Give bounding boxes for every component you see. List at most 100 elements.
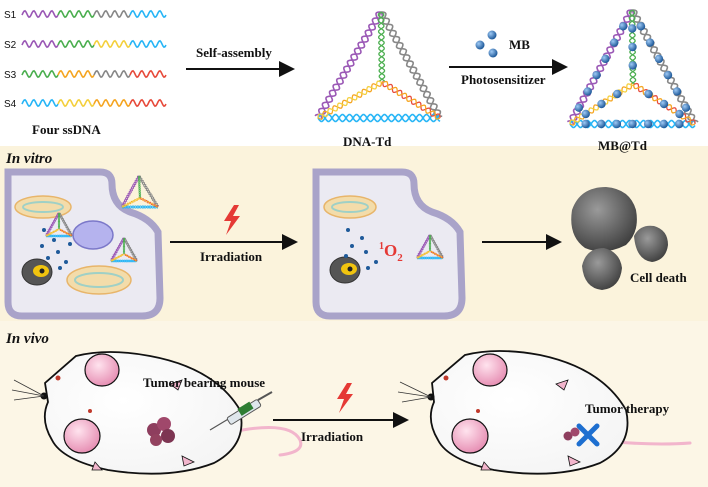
in-vivo-title: In vivo: [5, 331, 49, 347]
tumor-bearing-mouse: [11, 351, 303, 475]
dna-helix-strand: [317, 81, 383, 120]
mb-td-label: MB@Td: [598, 138, 648, 153]
dna-helix-strand: [378, 11, 443, 118]
tetrahedron-in-cell: [45, 212, 73, 238]
mouse-ear: [451, 418, 489, 454]
in-vitro-irradiation-label: Irradiation: [200, 249, 263, 264]
tetrahedron-in-cell: [110, 237, 138, 263]
mb-dot-icon: [68, 242, 72, 246]
mb-dot-icon: [628, 24, 637, 33]
mb-dot-icon: [592, 70, 601, 80]
dna-helix-strand: [59, 228, 73, 237]
mb-label: MB: [509, 37, 530, 52]
dna-helix-strand: [58, 212, 73, 236]
mb-dot-icon: [40, 244, 44, 248]
dna-helix-strand: [110, 253, 124, 262]
strand-label-s4: S4: [4, 99, 17, 110]
mb-dot-icon: [613, 89, 622, 99]
mb-dot-icon: [52, 238, 56, 242]
ssdna-segment: [21, 39, 59, 49]
mb-dot-icon: [344, 254, 348, 258]
ssdna-segment: [129, 9, 167, 19]
mb-dot-icon: [636, 22, 646, 31]
tetrahedron-in-cell: [416, 234, 444, 260]
dna-helix-strand: [138, 175, 160, 207]
dna-helix-strand: [416, 234, 432, 259]
self-assembly-label: Self-assembly: [196, 45, 272, 60]
mb-dot-icon: [346, 228, 350, 232]
mouse-ear: [84, 353, 120, 387]
mb-dot-icon: [675, 109, 684, 119]
mb-dot-icon: [618, 22, 628, 31]
dna-helix-strand: [429, 234, 444, 258]
tumor-bearing-mouse-label: Tumor bearing mouse: [143, 375, 265, 390]
mb-dot-icon: [488, 48, 498, 58]
mitochondrion: [14, 195, 72, 219]
mb-dot-icon: [574, 103, 584, 112]
mitochondrion: [323, 195, 377, 219]
dna-helix-strand: [430, 250, 444, 259]
dna-helix-strand: [314, 11, 384, 117]
dna-helix-strand: [416, 256, 444, 260]
singlet-oxygen-label: 1O2: [379, 241, 403, 264]
ssdna-segment: [57, 9, 95, 19]
dna-tetrahedron: [314, 11, 443, 123]
ssdna-segment: [93, 98, 131, 108]
mb-dot-icon: [581, 109, 590, 119]
ssdna-segment: [129, 39, 167, 49]
mb-dot-icon: [475, 40, 485, 50]
mb-dot-icon: [364, 250, 368, 254]
dead-cells: [571, 187, 668, 290]
ssdna-segment: [129, 69, 167, 79]
ssdna-segment: [93, 69, 131, 79]
dna-helix-strand: [137, 175, 142, 199]
mb-dot-icon: [360, 236, 364, 240]
mb-dot-icon: [628, 61, 637, 70]
tetrahedron-outside-cell: [121, 175, 160, 209]
mb-dot-icon: [675, 119, 684, 129]
mb-dot-icon: [56, 250, 60, 254]
lightning-bolt-icon: [224, 205, 240, 235]
mb-dot-icon: [659, 99, 669, 109]
mitochondrion: [66, 265, 132, 295]
mb-molecules: [344, 228, 378, 270]
dna-helix-strand: [428, 234, 432, 252]
dna-helix-strand: [377, 11, 386, 83]
mb-dot-icon: [643, 119, 653, 129]
dna-helix-strand: [317, 80, 383, 119]
dna-helix-strand: [124, 253, 138, 262]
dna-helix-strand: [380, 11, 442, 120]
mb-molecules: [40, 228, 72, 270]
x-mark-icon: [576, 423, 600, 447]
in-vitro-title: In vitro: [5, 151, 52, 167]
mb-dot-icon: [597, 99, 606, 109]
ssdna-segment: [21, 9, 59, 19]
mb-dot-icon: [581, 119, 590, 129]
ssdna-segment: [93, 9, 131, 19]
strand-label-s1: S1: [4, 10, 17, 21]
ssdna-segment: [57, 69, 95, 79]
dna-helix-strand: [122, 237, 126, 255]
dna-helix-strand: [123, 237, 138, 261]
mb-dot-icon: [601, 54, 610, 64]
ssdna-segment: [129, 98, 167, 108]
strand-label-s3: S3: [4, 70, 17, 81]
mb-dot-icon: [681, 103, 691, 112]
dna-helix-strand: [317, 113, 441, 123]
mb-dot-icon: [597, 119, 606, 129]
dna-helix-strand: [139, 197, 159, 208]
dna-helix-strand: [45, 228, 59, 237]
ssdna-strands: [21, 9, 167, 108]
shrunken-tumor: [563, 427, 580, 441]
nucleus: [72, 220, 114, 250]
mb-dot-icon: [610, 38, 619, 47]
photosensitizer-label: Photosensitizer: [461, 72, 546, 87]
dna-td-label: DNA-Td: [343, 134, 392, 149]
ssdna-segment: [57, 98, 95, 108]
mb-dot-icon: [46, 256, 50, 260]
dna-helix-strand: [317, 113, 441, 123]
mb-dot-icon: [612, 119, 622, 129]
cancer-cell-after: [312, 168, 466, 320]
dna-helix-strand: [45, 212, 61, 237]
